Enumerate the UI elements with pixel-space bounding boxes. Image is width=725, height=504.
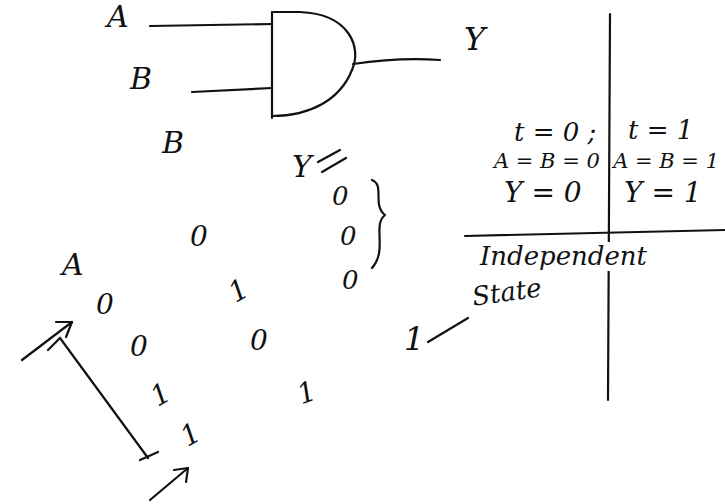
signal-name: B: [128, 62, 154, 95]
note: Independent: [478, 242, 649, 271]
scribble: [318, 150, 346, 172]
pointer-arrow: [150, 468, 188, 500]
table-header: A: [60, 248, 86, 281]
condition-text: A = B = 0: [492, 150, 602, 173]
curly-brace: [372, 180, 385, 268]
table-cell: 0: [338, 222, 359, 251]
condition-text: A = B = 1: [611, 150, 721, 173]
and-gate-symbol: [272, 12, 355, 116]
note: State: [468, 273, 545, 312]
table-cell: 0: [330, 182, 351, 211]
output-wire: [353, 59, 440, 64]
table-cell: 0: [248, 326, 270, 357]
table-cell: 0: [94, 290, 116, 321]
condition-text: t = 0 ;: [512, 118, 598, 147]
signal-name: A: [105, 0, 131, 33]
table-cell: 1: [402, 322, 426, 357]
table-cell: 0: [340, 266, 361, 295]
arrow-head: [56, 322, 72, 337]
pointer-arrow: [22, 322, 72, 360]
table-cell: 0: [128, 332, 150, 363]
gate-back: [271, 12, 273, 118]
input-wire: [192, 88, 272, 92]
signal-name: Y: [462, 22, 487, 57]
divider-line: [608, 14, 610, 400]
pointer-line: [428, 318, 468, 342]
tick: [140, 452, 158, 460]
divider-line: [465, 230, 725, 236]
table-cell: 0: [188, 222, 210, 253]
table-cell: 1: [222, 273, 256, 311]
input-wire: [150, 24, 272, 26]
table-cell: 1: [291, 375, 322, 411]
table-cell: 1: [174, 417, 208, 455]
table-cell: 1: [144, 377, 178, 415]
arrow-head: [174, 468, 188, 482]
tick: [48, 338, 60, 350]
condition-text: Y = 0: [502, 178, 584, 209]
table-header: Y: [290, 150, 314, 183]
table-header: B: [160, 126, 186, 159]
condition-text: t = 1: [626, 116, 695, 145]
condition-text: Y = 1: [622, 178, 704, 209]
